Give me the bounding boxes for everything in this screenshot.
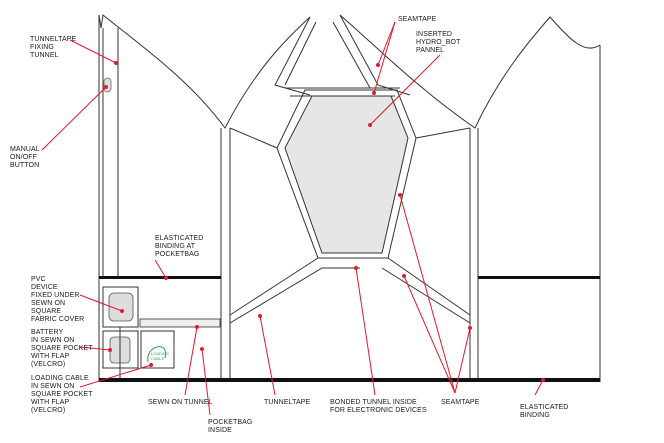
left-bonded-diagonal-a [229, 257, 319, 316]
elasticated-binding-leader [534, 379, 544, 396]
hydro-bot-panel [284, 95, 409, 254]
manual-button-shape [103, 77, 112, 93]
svg-text:(VELCRO): (VELCRO) [31, 407, 65, 414]
elasticated-pocketbag-leader [154, 259, 167, 279]
seamtape-top-leader-b [373, 21, 396, 94]
sewn-on-tunnel [139, 318, 221, 328]
pvc-device-leader [79, 294, 123, 312]
left-diagonal-seam-outer [274, 16, 311, 96]
manual-button-leader [41, 86, 107, 151]
svg-text:TUNNELTAPE: TUNNELTAPE [30, 36, 76, 43]
svg-text:SQUARE POCKET: SQUARE POCKET [31, 391, 93, 398]
tunneltape-fixing-leader [69, 39, 117, 64]
elasticated-binding-label: ELASTICATED BINDING [520, 404, 568, 419]
cable-tag-line-2: CABLE [151, 356, 164, 361]
tunneltape-label: TUNNELTAPE [264, 399, 310, 406]
svg-text:MANUAL: MANUAL [10, 146, 40, 153]
svg-text:IN SEWN ON: IN SEWN ON [31, 337, 74, 344]
right-panel-top-edge [339, 14, 601, 129]
loading-cable-leader [79, 364, 152, 388]
svg-text:TUNNEL: TUNNEL [30, 52, 59, 59]
svg-text:BUTTON: BUTTON [10, 162, 39, 169]
battery-leader [79, 346, 111, 351]
svg-text:POCKETBAG: POCKETBAG [208, 419, 252, 426]
bonded-tunnel-leader [355, 267, 376, 396]
elasticated-binding-bottom [99, 378, 600, 382]
pocketbag-inside-leader [201, 348, 211, 416]
tunneltape-leader [259, 315, 276, 396]
pvc-device-shape [108, 292, 134, 322]
right-bonded-diagonal-a [387, 257, 471, 316]
sewn-on-tunnel-label: SEWN ON TUNNEL [148, 399, 213, 406]
inserted-panel-label: INSERTED HYDRO_BOT PANNEL [416, 31, 461, 54]
svg-text:SQUARE: SQUARE [31, 308, 61, 315]
elasticated-binding-pocketbag [99, 276, 221, 279]
svg-text:BONDED TUNNEL INSIDE: BONDED TUNNEL INSIDE [330, 399, 417, 406]
leader-lines [41, 21, 545, 416]
right-diagonal-seam-outer [339, 14, 411, 96]
svg-text:SQUARE POCKET: SQUARE POCKET [31, 345, 93, 352]
seamtape-bottom-leader-b [403, 275, 456, 394]
left-bonded-diagonal-b [229, 267, 360, 324]
svg-text:PVC: PVC [31, 276, 46, 283]
right-bonded-diagonal-b [381, 267, 471, 324]
svg-text:INSERTED: INSERTED [416, 31, 452, 38]
svg-text:FABRIC COVER: FABRIC COVER [31, 316, 84, 323]
svg-text:LOADING CABLE: LOADING CABLE [31, 375, 89, 382]
svg-text:FOR ELECTRONIC DEVICES: FOR ELECTRONIC DEVICES [330, 407, 427, 414]
right-link-seam [415, 127, 471, 139]
svg-text:ON/OFF: ON/OFF [10, 154, 37, 161]
svg-text:INSIDE: INSIDE [208, 427, 232, 434]
seamtape-bottom-label: SEAMTAPE [441, 399, 480, 406]
svg-text:HYDRO_BOT: HYDRO_BOT [416, 39, 461, 46]
right-diagonal-seam-inner [332, 21, 371, 89]
loading-cable-shape [147, 346, 167, 363]
panel-leader [369, 54, 441, 126]
cable-tag-line-1: LOADING [151, 351, 169, 356]
svg-text:BINDING: BINDING [520, 412, 550, 419]
centre-frame [229, 14, 471, 324]
seamtape-bottom-leader-a [399, 194, 456, 394]
svg-text:BINDING AT: BINDING AT [155, 243, 196, 250]
svg-text:PANNEL: PANNEL [416, 47, 444, 54]
sewn-tunnel-leader [184, 326, 198, 396]
svg-text:IN SEWN ON: IN SEWN ON [31, 383, 74, 390]
svg-text:BATTERY: BATTERY [31, 329, 64, 336]
pvc-device-label: PVC DEVICE FIXED UNDER SEWN ON SQUARE FA… [31, 276, 84, 323]
loading-cable-label: LOADING CABLE IN SEWN ON SQUARE POCKET W… [31, 375, 93, 414]
svg-text:FIXED UNDER: FIXED UNDER [31, 292, 80, 299]
seamtape-bottom-leader-c [454, 327, 471, 394]
svg-text:WITH FLAP: WITH FLAP [31, 399, 69, 406]
elasticated-binding-pocketbag-right [478, 276, 600, 279]
elasticated-pocketbag-label: ELASTICATED BINDING AT POCKETBAG [155, 235, 203, 258]
svg-text:(VELCRO): (VELCRO) [31, 361, 65, 368]
svg-text:SEWN ON: SEWN ON [31, 300, 65, 307]
left-diagonal-seam-inner [284, 21, 317, 86]
battery-label: BATTERY IN SEWN ON SQUARE POCKET WITH FL… [31, 329, 93, 368]
left-link-seam [229, 127, 278, 149]
manual-button-label: MANUAL ON/OFF BUTTON [10, 146, 40, 169]
svg-text:POCKETBAG: POCKETBAG [155, 251, 199, 258]
svg-text:ELASTICATED: ELASTICATED [520, 404, 568, 411]
svg-text:WITH FLAP: WITH FLAP [31, 353, 69, 360]
svg-text:ELASTICATED: ELASTICATED [155, 235, 203, 242]
garment-outline [98, 14, 601, 382]
seamtape-top-label: SEAMTAPE [398, 16, 437, 23]
pocketbag-inside-label: POCKETBAG INSIDE [208, 419, 252, 434]
pocket-devices [102, 286, 221, 378]
bonded-tunnel-label: BONDED TUNNEL INSIDE FOR ELECTRONIC DEVI… [330, 399, 427, 414]
svg-text:DEVICE: DEVICE [31, 284, 58, 291]
svg-text:FIXING: FIXING [30, 44, 54, 51]
seamtape-top-leader-a [377, 21, 396, 66]
tunneltape-fixing-label: TUNNELTAPE FIXING TUNNEL [30, 36, 76, 59]
left-panel-top-edge [98, 14, 311, 129]
loading-cable-pocket [140, 330, 175, 369]
